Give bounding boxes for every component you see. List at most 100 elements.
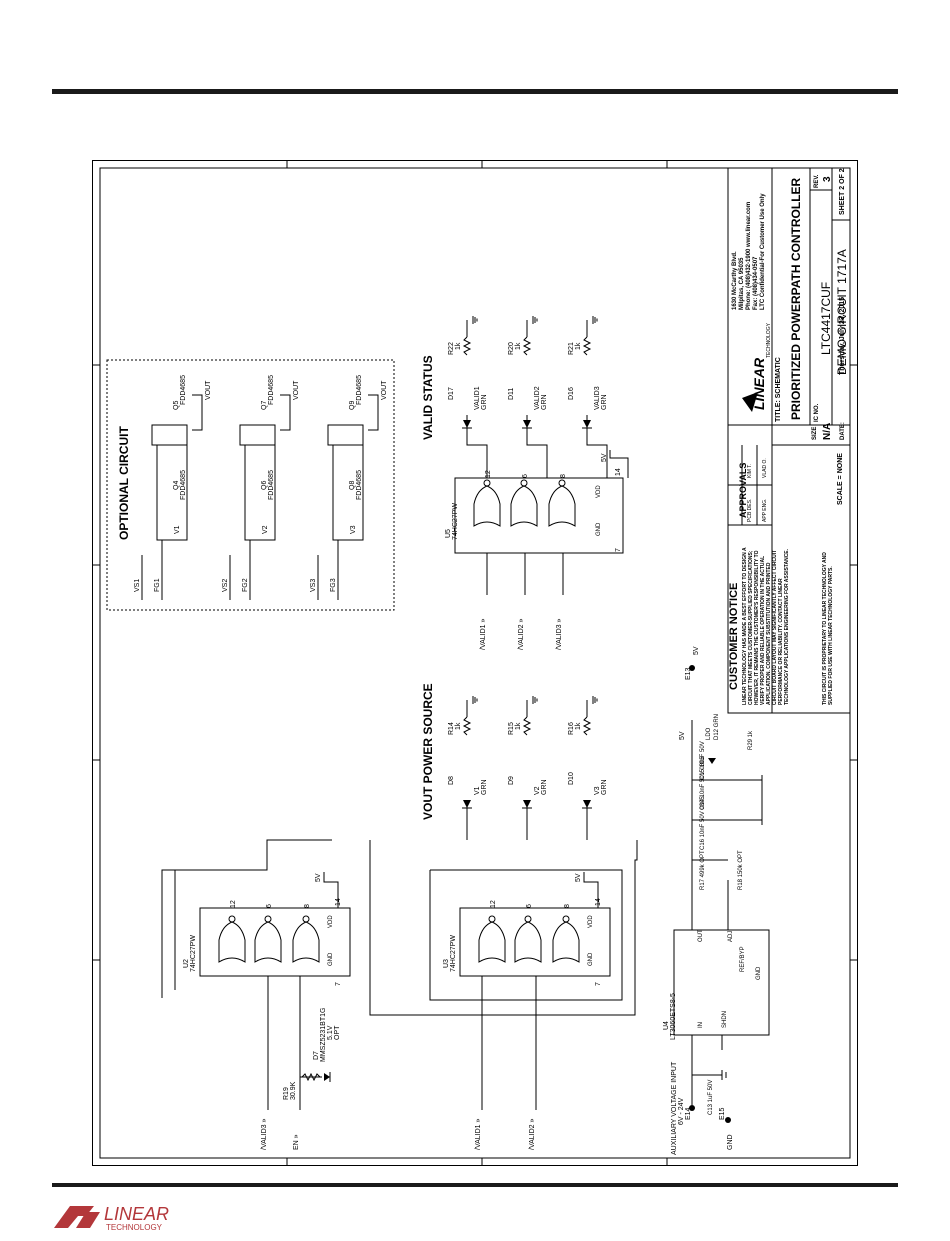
aux-range: 6V - 24V — [678, 1097, 685, 1125]
e13-label: E13 — [685, 667, 692, 680]
u5-input-2: /VALID2 » — [518, 619, 525, 650]
u5-gate-2 — [510, 479, 538, 527]
svg-text:TECHNOLOGY: TECHNOLOGY — [106, 1223, 163, 1232]
proprietary-line-2: SUPPLIED FOR USE WITH LINEAR TECHNOLOGY … — [828, 566, 834, 705]
valid-led-net-3: VALID3 — [594, 386, 601, 410]
u2-out-pin-1: 12 — [230, 900, 237, 908]
proprietary-line-1: THIS CIRCUIT IS PROPRIETARY TO LINEAR TE… — [822, 552, 828, 705]
ic-no: LTC4417CUF — [819, 282, 833, 355]
u2-part: 74HC27PW — [190, 935, 197, 972]
title-text: PRIORITIZED POWERPATH CONTROLLER — [789, 177, 803, 420]
d7-part: MMSZ5231BT1G — [320, 1008, 327, 1062]
valid-resistor-3 — [582, 320, 592, 356]
header-rule — [52, 89, 898, 94]
d7-ref: D7 — [313, 1051, 320, 1060]
u3-out-pin-1: 12 — [490, 900, 497, 908]
e14-label: E14 — [685, 1107, 692, 1120]
address-line-1: 1630 McCarthy Blvd. — [732, 251, 738, 310]
vout-r-value-3: 1k — [575, 722, 582, 730]
valid-status-title: VALID STATUS — [421, 355, 435, 440]
opt-qa-part-1: FDD4685 — [180, 470, 187, 500]
vout-r-ref-2: R15 — [508, 722, 515, 735]
opt-qb-part-3: FDD4685 — [356, 375, 363, 405]
valid-led-1 — [462, 420, 472, 429]
u3-gate-1 — [478, 915, 506, 963]
e15-label: E15 — [719, 1107, 726, 1120]
vout-led-net-1: V1 — [474, 786, 481, 795]
vout-led-net-3: V3 — [594, 786, 601, 795]
valid-led-ref-1: D17 — [448, 387, 455, 400]
opt-vout-2: VOUT — [293, 380, 300, 400]
r18-label: R18 150k OPT — [738, 850, 744, 890]
date-value: Thursday, July 23, 2015 — [839, 297, 846, 375]
valid-led-2 — [522, 420, 532, 429]
title-logo: LINEAR TECHNOLOGY — [742, 322, 772, 412]
valid-led-net-1: VALID1 — [474, 386, 481, 410]
vout-input-4: /VALID2 » — [529, 1119, 536, 1150]
opt-vs-1: VS1 — [134, 579, 141, 592]
address-line-4: Fax: (408)434-0507 — [753, 256, 759, 310]
approvals-label: APPROVALS — [738, 463, 748, 518]
c16-label: C16 10nF 50V 0805 — [700, 796, 706, 850]
u3-ref: U3 — [443, 959, 450, 968]
u4-pin-shdn: SHDN — [722, 1011, 728, 1028]
u2-ref: U2 — [183, 959, 190, 968]
u5-input-3: /VALID3 » — [556, 619, 563, 650]
u5-p7: 7 — [615, 548, 622, 552]
u5-gnd: GND — [596, 522, 602, 536]
u5-part: 74HC27PW — [452, 503, 459, 540]
vout-led-ref-1: D8 — [448, 776, 455, 785]
rev-label: REV. — [814, 174, 820, 188]
u4-ref: U4 — [663, 1021, 670, 1030]
opt-fg-3: FG3 — [330, 578, 337, 592]
address-line-2: Milpitas, CA 95035 — [739, 257, 745, 310]
u2-out-pin-2: 6 — [266, 904, 273, 908]
u2-out-pin-3: 8 — [304, 904, 311, 908]
u3-out-pin-2: 6 — [526, 904, 533, 908]
approval-role-1: PCB DES. — [747, 499, 753, 522]
u2-vdd: VDD — [328, 915, 334, 928]
u4-pin-in: IN — [698, 1022, 704, 1028]
u4-part: LT3060ETS8-5 — [670, 993, 677, 1040]
size-value: N/A — [822, 423, 833, 440]
footer-rule — [52, 1183, 898, 1187]
valid-r-value-2: 1k — [515, 342, 522, 350]
valid-r-ref-3: R21 — [568, 342, 575, 355]
opt-fg-2: FG2 — [242, 578, 249, 592]
vout-power-source-title: VOUT POWER SOURCE — [421, 683, 435, 820]
u3-vdd: VDD — [588, 915, 594, 928]
u4-pin-adj: ADJ — [728, 931, 734, 942]
u2-p7: 7 — [335, 982, 342, 986]
vout-led-1 — [462, 800, 472, 809]
date-label: DATE: — [840, 422, 846, 440]
opt-qb-1: Q5 — [173, 401, 180, 410]
e13-net: 5V — [693, 646, 700, 655]
opt-vout-3: VOUT — [381, 380, 388, 400]
valid-led-ref-3: D16 — [568, 387, 575, 400]
notice-line-6: CIRCUIT BOARD LAYOUT MAY SIGNIFICANTLY A… — [772, 550, 778, 705]
out-net: 5V — [679, 731, 686, 740]
vout-led-ref-3: D10 — [568, 772, 575, 785]
valid-led-color-3: GRN — [601, 394, 608, 410]
customer-notice-title: CUSTOMER NOTICE — [728, 583, 740, 690]
u2-gate-2 — [254, 915, 282, 963]
u3-supply: 5V — [575, 873, 582, 882]
u5-out-pin-1: 12 — [485, 470, 492, 478]
c13-label: C13 1uF 50V — [708, 1080, 714, 1115]
valid-r-ref-2: R20 — [508, 342, 515, 355]
opt-qa-part-3: FDD4685 — [356, 470, 363, 500]
vout-input-2: EN » — [293, 1134, 300, 1150]
d7-opt: OPT — [334, 1025, 341, 1040]
u5-input-1: /VALID1 » — [480, 619, 487, 650]
vout-led-color-3: GRN — [601, 779, 608, 795]
vout-r-ref-3: R16 — [568, 722, 575, 735]
approval-name-1: KIM T. — [747, 464, 753, 478]
notice-line-3: HOWEVER, IT REMAINS THE CUSTOMER'S RESPO… — [754, 550, 760, 705]
u5-gate-1 — [473, 479, 501, 527]
u5-gate-3 — [548, 479, 576, 527]
approval-role-2: APP ENG. — [762, 498, 768, 522]
notice-line-7: PERFORMANCE OR RELIABILITY. CONTACT LINE… — [778, 578, 784, 705]
opt-v-3: V3 — [350, 525, 357, 534]
r17-label: R17 499k OPT — [700, 850, 706, 890]
u3-out-pin-3: 8 — [564, 904, 571, 908]
